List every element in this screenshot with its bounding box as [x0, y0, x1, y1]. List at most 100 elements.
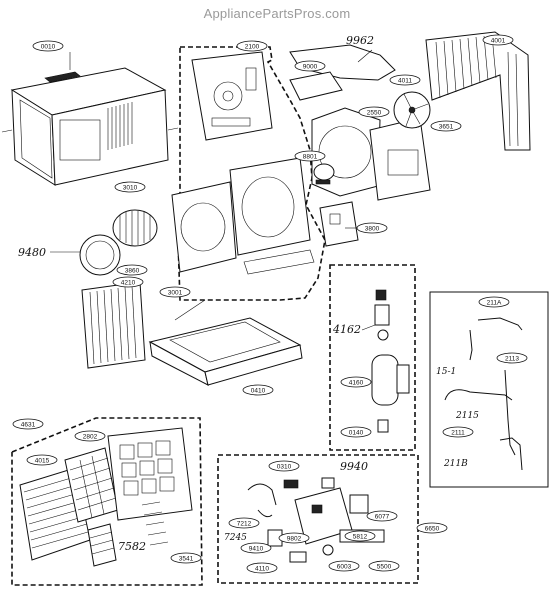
svg-text:6003: 6003 — [337, 564, 352, 571]
blower-wheel-3010 — [112, 209, 158, 247]
svg-text:211A: 211A — [487, 300, 502, 307]
cabinet-part — [1, 67, 179, 186]
svg-text:4160: 4160 — [349, 380, 364, 387]
callout-2111: 2111 — [442, 426, 474, 438]
handwritten-211B: 211B — [443, 459, 468, 469]
svg-text:4110: 4110 — [255, 566, 269, 573]
svg-text:5812: 5812 — [353, 534, 368, 541]
callout-6650: 6650 — [416, 522, 448, 534]
svg-text:4011: 4011 — [398, 78, 412, 85]
control-assembly — [247, 477, 385, 563]
svg-text:6650: 6650 — [425, 526, 440, 533]
motor-8801 — [313, 163, 335, 185]
handwritten-4162: 4162 — [332, 323, 361, 336]
svg-text:0140: 0140 — [349, 430, 364, 437]
front-panel-2100 — [191, 51, 273, 141]
svg-text:2111: 2111 — [451, 430, 465, 437]
evaporator-coil-4210 — [81, 281, 146, 369]
handwritten-7245: 7245 — [224, 533, 247, 543]
callout-3541: 3541 — [170, 552, 202, 564]
handwritten-9940: 9940 — [340, 460, 368, 473]
handwritten-2115: 2115 — [455, 411, 479, 421]
svg-text:2100: 2100 — [245, 44, 260, 51]
top-cover-9000 — [289, 44, 396, 101]
front-grille-outline — [11, 417, 203, 586]
svg-text:5500: 5500 — [377, 564, 392, 571]
handwritten-15-1: 15-1 — [436, 367, 456, 377]
tubing-group-outline — [429, 291, 549, 488]
svg-text:6077: 6077 — [375, 514, 390, 521]
callout-2550: 2550 — [358, 106, 390, 118]
callout-2113: 2113 — [496, 352, 528, 364]
svg-text:3541: 3541 — [179, 556, 194, 563]
front-grille-frame — [107, 427, 193, 521]
callout-4631: 4631 — [12, 418, 44, 430]
callout-3001: 3001 — [159, 286, 191, 298]
svg-text:4015: 4015 — [35, 458, 50, 465]
callout-6077: 6077 — [366, 510, 398, 522]
vanes-3541 — [141, 501, 169, 546]
callout-2100: 2100 — [236, 40, 268, 52]
svg-text:3010: 3010 — [123, 185, 138, 192]
callout-8801: 8801 — [294, 150, 326, 162]
watermark: AppliancePartsPros.com — [203, 6, 351, 21]
callout-6003: 6003 — [328, 560, 360, 572]
callout-9802: 9802 — [278, 532, 310, 544]
callout-7212: 7212 — [228, 517, 260, 529]
callout-0010: 0010 — [32, 40, 64, 52]
svg-text:0310: 0310 — [277, 464, 292, 471]
svg-text:4210: 4210 — [121, 280, 136, 287]
callout-4210: 4210 — [112, 276, 144, 288]
filter-2802 — [64, 447, 119, 523]
callout-9410: 9410 — [240, 542, 272, 554]
callout-5812: 5812 — [344, 530, 376, 542]
svg-text:4001: 4001 — [491, 38, 506, 45]
callout-4011: 4011 — [389, 74, 421, 86]
handwritten-7582: 7582 — [118, 540, 146, 553]
callout-2802: 2802 — [74, 430, 106, 442]
callout-0410: 0410 — [242, 384, 274, 396]
base-pan-0410 — [148, 299, 303, 386]
svg-text:7212: 7212 — [237, 521, 252, 528]
svg-text:4631: 4631 — [21, 422, 36, 429]
dashed-group-outline — [177, 46, 326, 301]
svg-text:3651: 3651 — [439, 124, 454, 131]
svg-text:3860: 3860 — [125, 268, 140, 275]
callout-3800: 3800 — [356, 222, 388, 234]
fan-blade-4011 — [393, 91, 431, 129]
callout-4015: 4015 — [26, 454, 58, 466]
bulkhead-part — [171, 157, 315, 275]
compressor-group-outline — [329, 264, 416, 451]
callout-4160: 4160 — [340, 376, 372, 388]
svg-text:2802: 2802 — [83, 434, 98, 441]
callout-4110: 4110 — [246, 562, 278, 574]
svg-text:3800: 3800 — [365, 226, 380, 233]
svg-text:2550: 2550 — [367, 110, 382, 117]
callout-0310: 0310 — [268, 460, 300, 472]
svg-text:3001: 3001 — [168, 290, 183, 297]
electrical-group-outline — [217, 454, 419, 584]
callout-3010: 3010 — [114, 181, 146, 193]
callout-3860: 3860 — [116, 264, 148, 276]
callout-3651: 3651 — [430, 120, 462, 132]
callout-9000: 9000 — [294, 60, 326, 72]
svg-text:0410: 0410 — [251, 388, 266, 395]
control-box-3800 — [319, 201, 359, 247]
svg-text:2113: 2113 — [505, 356, 519, 363]
callout-0140: 0140 — [340, 426, 372, 438]
compressor-4160 — [371, 289, 410, 433]
svg-text:9410: 9410 — [249, 546, 264, 553]
handwritten-9962: 9962 — [346, 34, 374, 47]
tubing-parts — [444, 317, 523, 471]
svg-text:8801: 8801 — [303, 154, 318, 161]
svg-text:0010: 0010 — [41, 44, 56, 51]
callout-4001: 4001 — [482, 34, 514, 46]
callout-5500: 5500 — [368, 560, 400, 572]
svg-text:9802: 9802 — [287, 536, 302, 543]
condenser-coil-4001 — [425, 31, 531, 151]
orifice-ring — [79, 234, 121, 276]
callout-211A: 211A — [478, 296, 510, 308]
handwritten-9480: 9480 — [18, 246, 46, 259]
svg-text:9000: 9000 — [303, 64, 318, 71]
